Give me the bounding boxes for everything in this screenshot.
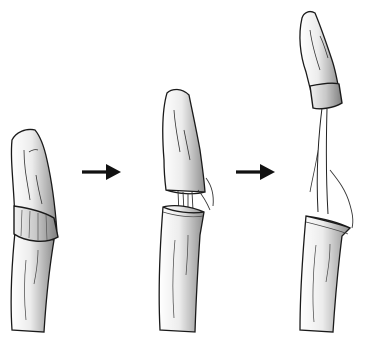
separated-stem-icon xyxy=(300,12,353,332)
bottom-piece xyxy=(300,216,350,332)
split-stem-icon xyxy=(159,89,213,332)
lower-piece xyxy=(159,206,204,332)
upper-piece xyxy=(163,89,205,192)
intact-stem-icon xyxy=(11,129,58,332)
lower-segment xyxy=(11,232,54,332)
right-arrow-icon xyxy=(82,164,121,180)
top-piece-collar xyxy=(310,83,342,109)
right-arrow-icon xyxy=(236,164,275,180)
